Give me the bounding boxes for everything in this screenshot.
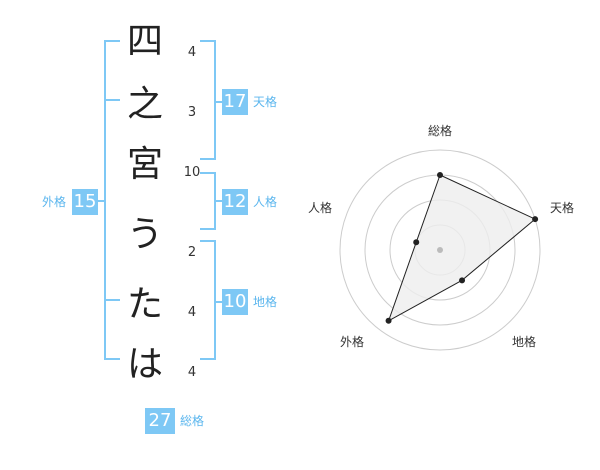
jinkaku-label: 人格 — [253, 195, 278, 209]
soukaku-label: 総格 — [180, 414, 205, 428]
radar-label-gaikaku: 外格 — [340, 334, 364, 349]
bracket-tick — [104, 358, 120, 360]
bracket-tick — [200, 40, 216, 42]
name-char-6: は — [126, 344, 163, 385]
tenkaku-badge: 17 — [222, 89, 248, 115]
radar-point — [385, 317, 392, 324]
bracket-tick — [200, 172, 216, 174]
radar-label-soukaku: 総格 — [428, 123, 452, 138]
stroke-count-5: 4 — [187, 305, 197, 320]
bracket-tick — [104, 99, 120, 101]
radar-polygon — [387, 174, 537, 322]
tenkaku-label: 天格 — [253, 95, 278, 109]
soukaku-badge: 27 — [145, 408, 175, 434]
chikaku-bracket-line — [214, 240, 216, 360]
chikaku-label: 地格 — [253, 295, 278, 309]
radar-label-jinkaku: 人格 — [308, 200, 332, 215]
bracket-tick — [200, 240, 216, 242]
bracket-tick — [214, 101, 222, 103]
radar-chart: 総格 天格 地格 外格 人格 — [308, 123, 574, 351]
stroke-count-6: 4 — [187, 365, 197, 380]
name-char-2: 之 — [126, 84, 163, 125]
jinkaku-badge: 12 — [222, 189, 248, 215]
radar-point — [459, 277, 466, 284]
bracket-tick — [214, 301, 222, 303]
radar-points — [385, 172, 539, 324]
radar-center-dot — [437, 247, 443, 253]
name-char-5: た — [126, 284, 163, 325]
name-char-1: 四 — [126, 21, 163, 62]
chikaku-badge: 10 — [222, 289, 248, 315]
radar-point — [532, 216, 539, 223]
bracket-tick — [104, 299, 120, 301]
radar-label-chikaku: 地格 — [512, 334, 536, 349]
gaikaku-label: 外格 — [42, 195, 67, 209]
stroke-count-2: 3 — [187, 105, 197, 120]
bracket-tick — [214, 200, 222, 202]
bracket-tick — [200, 158, 216, 160]
radar-point — [437, 172, 443, 178]
stroke-count-4: 2 — [187, 245, 197, 260]
stroke-count-3: 10 — [183, 165, 201, 180]
stroke-count-1: 4 — [187, 45, 197, 60]
tenkaku-bracket-line — [214, 40, 216, 160]
radar-label-tenkaku: 天格 — [550, 200, 574, 215]
radar-point — [413, 239, 420, 246]
bracket-tick — [104, 40, 120, 42]
radar-ring — [339, 149, 541, 351]
gaikaku-badge: 15 — [72, 189, 98, 215]
bracket-tick — [98, 200, 106, 202]
bracket-tick — [200, 228, 216, 230]
name-char-4: う — [126, 214, 163, 255]
name-char-3: 宮 — [126, 144, 163, 185]
bracket-tick — [200, 358, 216, 360]
